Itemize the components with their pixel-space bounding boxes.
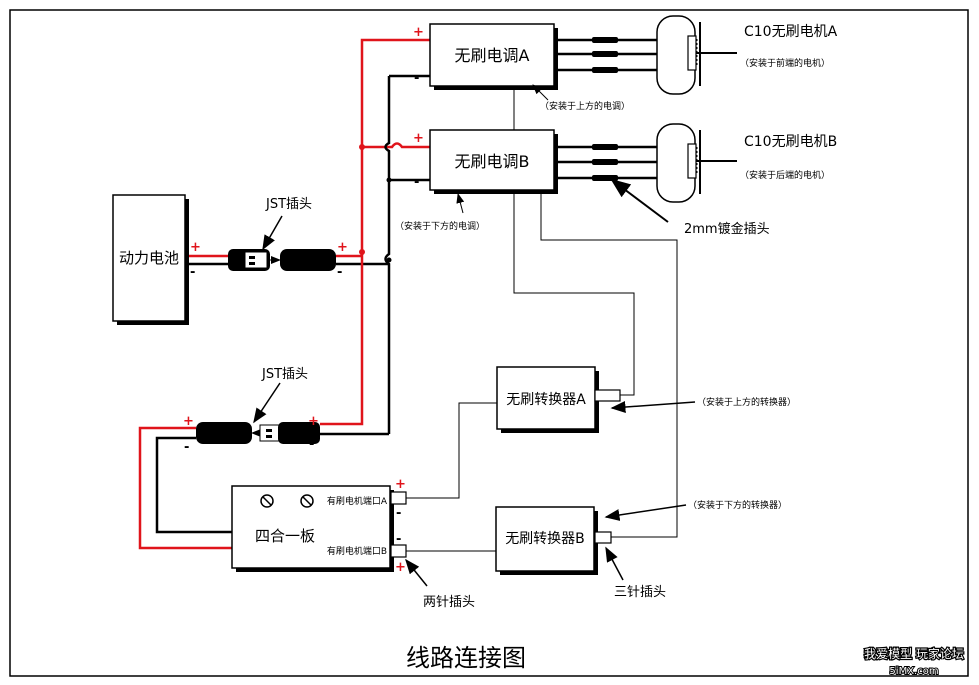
motor-b-note: （安装于后端的电机） — [740, 169, 830, 181]
converter-b-label: 无刷转换器B — [505, 530, 585, 547]
jst-top-label: JST插头 — [265, 197, 312, 212]
signal-wires — [406, 85, 678, 538]
gold-plug-label: 2mm镀金插头 — [684, 221, 770, 237]
junction-dot — [386, 257, 392, 263]
jst-bottom-label: JST插头 — [261, 367, 308, 382]
watermark-line2: 5iMX.com — [889, 666, 938, 677]
converter-a-port — [594, 389, 621, 402]
svg-text:-: - — [414, 71, 419, 86]
battery-label: 动力电池 — [119, 249, 179, 267]
svg-text:-: - — [309, 437, 314, 452]
svg-text:-: - — [190, 265, 195, 280]
esc-a-label: 无刷电调A — [455, 46, 530, 65]
junction-dot — [386, 177, 392, 183]
svg-text:+: + — [183, 414, 194, 429]
converter-b-box: 无刷转换器B — [495, 506, 598, 575]
junction-dot — [359, 144, 365, 150]
junction-dot — [359, 249, 365, 255]
jst-connector-top — [228, 249, 336, 271]
esc-b-label: 无刷电调B — [455, 152, 530, 171]
port-a-connector — [390, 491, 407, 505]
svg-text:+: + — [413, 131, 424, 146]
motor-b-label: C10无刷电机B — [744, 134, 837, 150]
svg-text:+: + — [337, 240, 348, 255]
watermark: 我爱模型 玩家论坛 5iMX.com — [863, 645, 965, 678]
svg-text:+: + — [395, 560, 406, 575]
esc-a-note: （安装于上方的电调） — [540, 100, 630, 112]
esc-b-note: （安装于下方的电调） — [395, 220, 485, 232]
svg-text:+: + — [308, 414, 319, 429]
board-label: 四合一板 — [255, 527, 315, 545]
esc-a-box: 无刷电调A — [429, 23, 558, 90]
watermark-line1: 我爱模型 玩家论坛 — [864, 646, 964, 661]
power-wires — [138, 38, 430, 550]
board-port-b-label: 有刷电机端口B — [327, 545, 387, 557]
svg-text:+: + — [413, 25, 424, 40]
svg-text:-: - — [337, 265, 342, 280]
svg-text:+: + — [190, 240, 201, 255]
jst-connector-bottom — [196, 422, 320, 444]
svg-text:-: - — [184, 440, 189, 455]
three-pin-label: 三针插头 — [614, 585, 666, 600]
four-in-one-board: 四合一板 有刷电机端口A 有刷电机端口B — [231, 485, 394, 572]
board-port-a-label: 有刷电机端口A — [327, 495, 388, 507]
svg-text:+: + — [395, 477, 406, 492]
esc-b-box: 无刷电调B — [429, 129, 558, 194]
svg-text:-: - — [396, 532, 401, 547]
polarity-marks: + - + - + - + - + - + - + - - + — [183, 25, 424, 575]
annotation-arrows — [253, 84, 696, 587]
converter-a-label: 无刷转换器A — [506, 391, 586, 408]
motor-b-icon — [656, 123, 737, 203]
converter-a-note: （安装于上方的转换器） — [697, 396, 796, 408]
two-pin-label: 两针插头 — [423, 595, 475, 610]
motor-a-icon — [656, 15, 737, 95]
converter-a-box: 无刷转换器A — [496, 366, 599, 433]
svg-text:-: - — [414, 175, 419, 190]
svg-text:-: - — [396, 506, 401, 521]
diagram-title: 线路连接图 — [406, 644, 526, 672]
gold-connectors — [554, 37, 660, 181]
converter-b-port — [594, 531, 612, 544]
motor-a-label: C10无刷电机A — [744, 24, 838, 40]
converter-b-note: （安装于下方的转换器） — [688, 499, 787, 511]
battery-box: 动力电池 — [112, 194, 189, 325]
page-frame — [9, 9, 969, 677]
motor-a-note: （安装于前端的电机） — [740, 57, 830, 69]
